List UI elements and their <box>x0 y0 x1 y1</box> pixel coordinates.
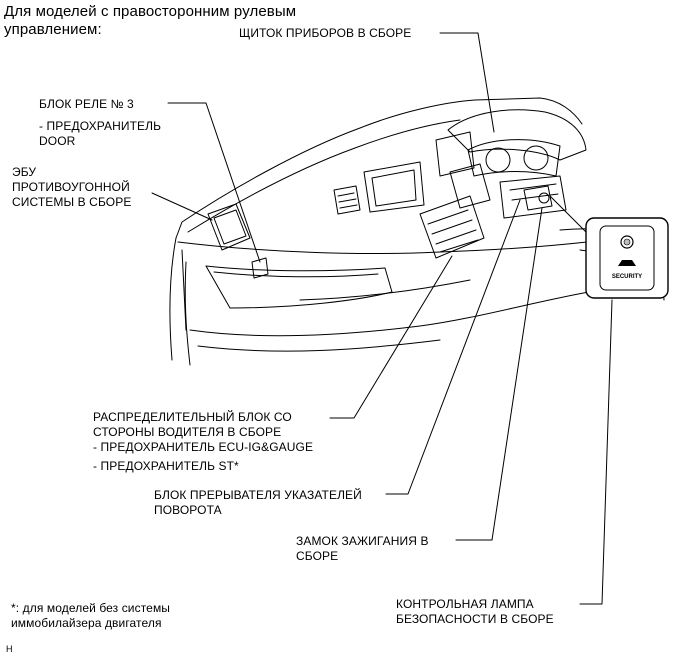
corner-mark: H <box>6 644 13 654</box>
car-lock-icon <box>618 260 636 266</box>
ignition-switch <box>523 185 553 211</box>
pillar-left <box>169 237 177 361</box>
junction-block <box>419 195 485 259</box>
dash-top-outline <box>175 97 583 239</box>
steering-col-lines <box>509 183 559 201</box>
callout-driver-junction-block: РАСПРЕДЕЛИТЕЛЬНЫЙ БЛОК СО СТОРОНЫ ВОДИТЕ… <box>93 410 313 474</box>
glovebox <box>205 265 393 309</box>
callout-ignition-switch: ЗАМОК ЗАЖИГАНИЯ В СБОРЕ <box>296 534 429 564</box>
relay-clip <box>251 257 269 279</box>
junction-line-1: РАСПРЕДЕЛИТЕЛЬНЫЙ БЛОК СО <box>93 410 292 424</box>
dash-top-outline-2 <box>187 119 461 233</box>
junction-conn <box>449 163 491 209</box>
leader-turn-flasher <box>385 199 521 495</box>
leader-junction-block <box>329 255 453 419</box>
center-vent-inner <box>371 169 417 207</box>
relay-fuse-line-1: - ПРЕДОХРАНИТЕЛЬ <box>39 119 162 133</box>
turn-flasher-line-1: БЛОК ПРЕРЫВАТЕЛЯ УКАЗАТЕЛЕЙ <box>154 488 362 502</box>
theft-ecu-line-3: СИСТЕМЫ В СБОРЕ <box>12 195 132 209</box>
junction-fuse-1: - ПРЕДОХРАНИТЕЛЬ ECU-IG&GAUGE <box>93 440 314 454</box>
lower-dash-curve-2 <box>197 339 441 352</box>
leader-combination-meter <box>439 32 495 133</box>
leader-security-indicator <box>579 299 613 605</box>
gauge-left <box>485 147 511 173</box>
ignition-line-2: СБОРЕ <box>296 549 339 563</box>
theft-ecu <box>207 203 251 251</box>
security-line-1: КОНТРОЛЬНАЯ ЛАМПА <box>396 597 534 611</box>
center-vent <box>363 161 425 213</box>
junction-fuse-2: - ПРЕДОХРАНИТЕЛЬ ST* <box>93 459 239 473</box>
header-line-1: Для моделей с правосторонним рулевым <box>4 3 297 20</box>
security-line-2: БЕЗОПАСНОСТИ В СБОРЕ <box>396 612 554 626</box>
inset-security-text: SECURITY <box>612 274 642 280</box>
lower-dash-curve <box>189 289 601 337</box>
header-line-2: управлением: <box>4 21 102 38</box>
combination-meter-label: ЩИТОК ПРИБОРОВ В СБОРЕ <box>239 26 412 40</box>
footnote-line-1: *: для моделей без системы <box>11 601 171 615</box>
footnote-line-2: иммобилайзера двигателя <box>11 616 162 630</box>
page-header: Для моделей с правосторонним рулевым упр… <box>4 3 296 39</box>
gauge-right <box>523 145 549 171</box>
steering-column <box>499 175 567 219</box>
relay-fuse-line-2: DOOR <box>39 134 76 148</box>
upper-vent <box>435 131 475 177</box>
theft-ecu-line-2: ПРОТИВОУГОННОЙ <box>12 180 130 194</box>
dash-lower-edge <box>181 249 187 331</box>
leader-theft-ecu <box>151 192 213 221</box>
security-inset: SECURITY <box>585 217 669 299</box>
turn-flasher-line-2: ПОВОРОТА <box>154 503 222 517</box>
cluster-hood <box>447 109 587 161</box>
theft-ecu-2 <box>213 209 247 245</box>
callout-theft-ecu: ЭБУ ПРОТИВОУГОННОЙ СИСТЕМЫ В СБОРЕ <box>12 165 131 210</box>
callout-turn-flasher: БЛОК ПРЕРЫВАТЕЛЯ УКАЗАТЕЛЕЙ ПОВОРОТА <box>154 488 362 518</box>
ignition-line-1: ЗАМОК ЗАЖИГАНИЯ В <box>296 534 429 548</box>
junction-line-2: СТОРОНЫ ВОДИТЕЛЯ В СБОРЕ <box>93 425 282 439</box>
theft-ecu-line-1: ЭБУ <box>12 165 37 179</box>
lower-dash-curve-3 <box>299 279 471 301</box>
ignition-key <box>538 192 550 204</box>
inset-panel <box>599 225 655 291</box>
pillar-left-2 <box>184 261 191 366</box>
vent-slats <box>333 185 361 215</box>
glovebox-inner <box>213 271 379 278</box>
relay-block-title: БЛОК РЕЛЕ № 3 <box>39 97 134 111</box>
junction-fuses <box>427 209 479 253</box>
dash-front-edge <box>177 237 621 255</box>
callout-relay-block: БЛОК РЕЛЕ № 3 - ПРЕДОХРАНИТЕЛЬ DOOR <box>39 97 161 149</box>
leader-relay-block <box>167 102 261 263</box>
leader-indicator-to-dash <box>549 195 591 237</box>
callout-security-indicator: КОНТРОЛЬНАЯ ЛАМПА БЕЗОПАСНОСТИ В СБОРЕ <box>396 597 554 627</box>
leader-ignition-switch <box>455 207 543 541</box>
callout-combination-meter: ЩИТОК ПРИБОРОВ В СБОРЕ <box>239 26 411 41</box>
footnote: *: для моделей без системы иммобилайзера… <box>11 601 170 631</box>
